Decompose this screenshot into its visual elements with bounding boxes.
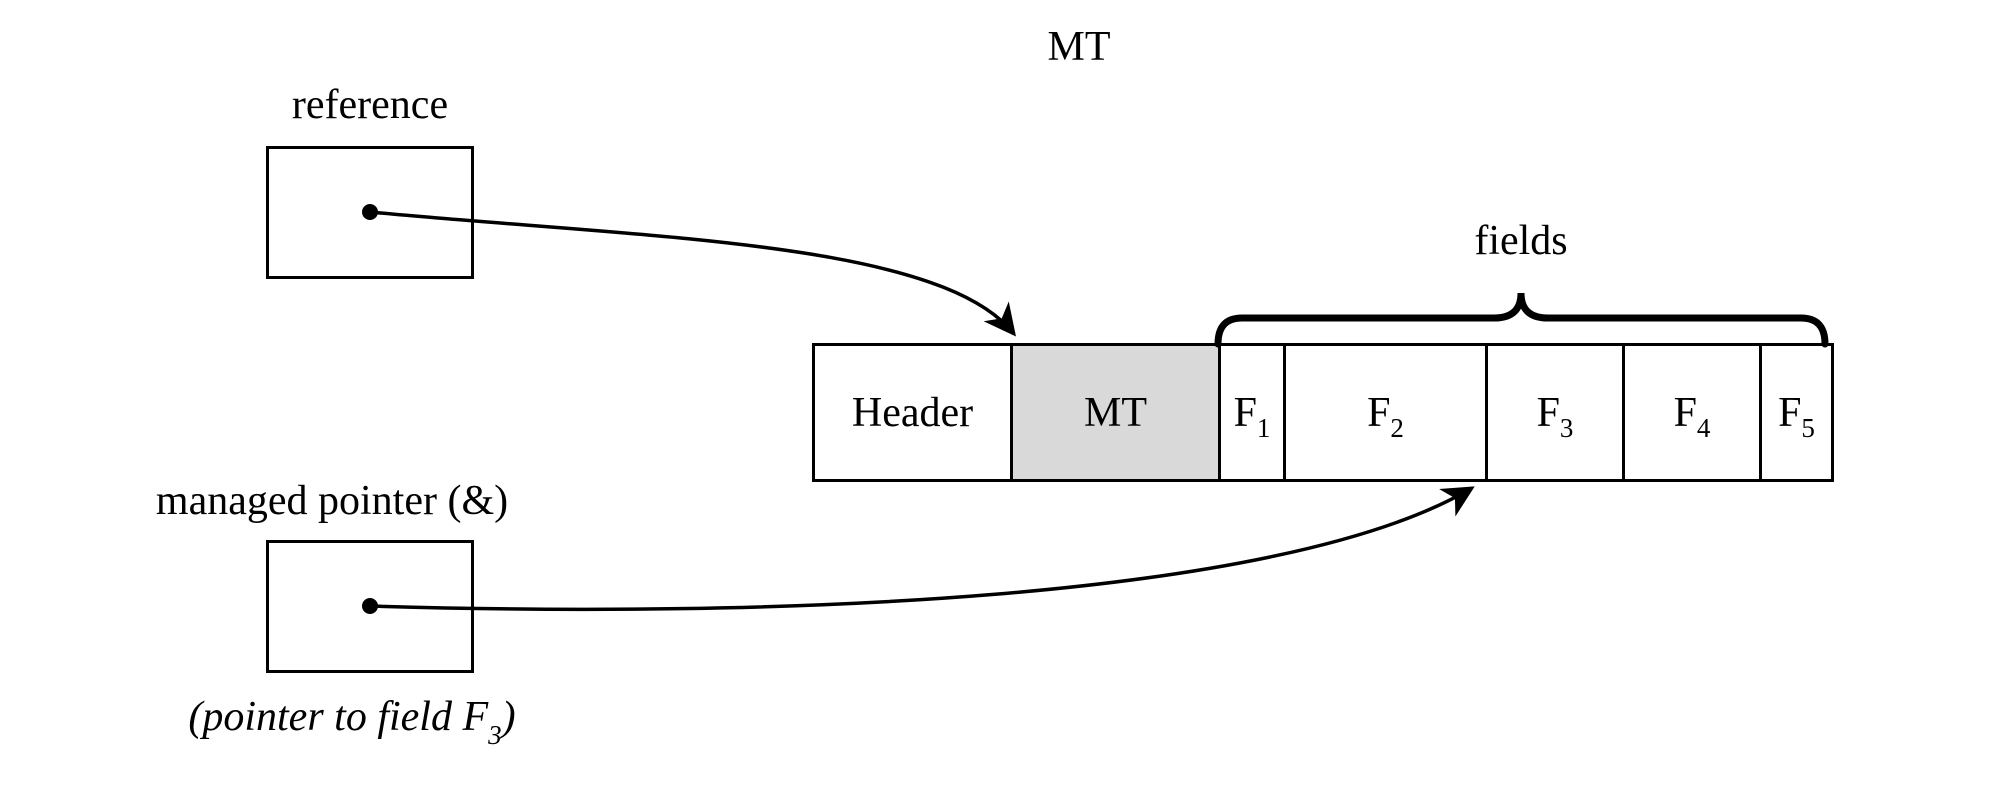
diagram-title: MT <box>1047 24 1111 70</box>
caption-close: ) <box>501 694 516 740</box>
fields-label: fields <box>1474 218 1568 264</box>
cell-mt-label: MT <box>1084 389 1147 436</box>
caption-subscript: 3 <box>488 720 502 750</box>
managed-pointer-caption: (pointer to field F3) <box>188 694 516 749</box>
cell-f1-sub: 1 <box>1256 413 1271 443</box>
cell-f2-sub: 2 <box>1390 413 1404 443</box>
reference-label: reference <box>291 82 449 128</box>
caption-text: (pointer to field F <box>188 694 489 740</box>
cell-header: Header <box>815 346 1010 479</box>
cell-f5-label: F <box>1778 389 1802 436</box>
cell-header-label: Header <box>851 389 974 436</box>
cell-f1-label: F <box>1233 389 1257 436</box>
cell-f2-label: F <box>1367 389 1391 436</box>
managed-pointer-box <box>266 540 474 673</box>
cell-mt: MT <box>1010 346 1218 479</box>
managed-pointer-arrow <box>369 486 1475 612</box>
fields-brace <box>1214 292 1829 348</box>
reference-box <box>266 146 474 279</box>
managed-pointer-label: managed pointer (&) <box>155 478 509 524</box>
cell-f3-label: F <box>1536 389 1560 436</box>
cell-f5-sub: 5 <box>1801 413 1815 443</box>
cell-f4-label: F <box>1673 389 1697 436</box>
cell-f3-sub: 3 <box>1559 413 1574 443</box>
cell-f4-sub: 4 <box>1696 413 1711 443</box>
